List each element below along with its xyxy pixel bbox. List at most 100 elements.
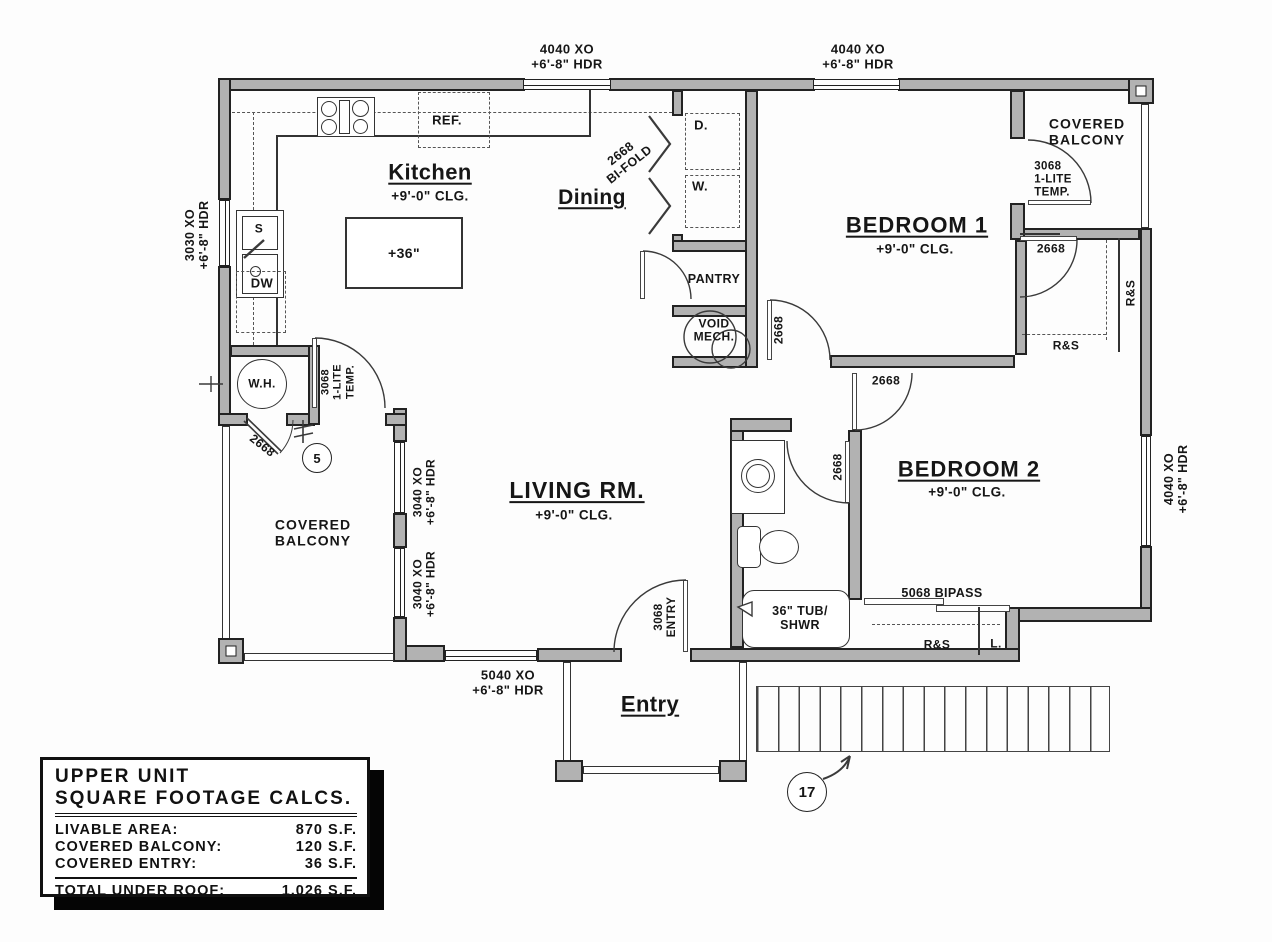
kitchen-island	[345, 217, 463, 289]
rail-porch-bottom	[583, 766, 719, 774]
bifold-doors	[648, 115, 672, 235]
window-label-left: 3030 XO +6'-8" HDR	[183, 200, 211, 270]
table-row-livable: LIVABLE AREA: 870 S.F.	[55, 822, 357, 839]
wall-balcony-east-3	[393, 617, 407, 662]
wall-balcony-top-1	[218, 413, 248, 426]
closet2-shelf-label: R&S	[923, 637, 951, 652]
window-label-bottom: 5040 XO +6'-8" HDR	[472, 667, 544, 697]
door-label-bath: 2668	[832, 453, 845, 481]
door-label-bipass: 5068 BIPASS	[901, 586, 983, 600]
wall-left-1	[218, 78, 231, 200]
counter-dashed-top	[232, 112, 672, 113]
stairs	[756, 686, 1110, 752]
wall-top-1	[218, 78, 525, 91]
door-leaf-pantry	[640, 251, 645, 299]
room-ceiling-living: +9'-0" CLG.	[535, 507, 613, 523]
window-right	[1141, 436, 1151, 546]
tub	[742, 590, 850, 648]
door-leaf-bath	[845, 441, 850, 503]
wall-top-2	[609, 78, 815, 91]
table-row-livable-value: 870 S.F.	[295, 821, 357, 838]
vanity-sink-inner	[746, 464, 770, 488]
closet1-shelf-dashed-h	[1022, 334, 1106, 335]
door-label-bedroom2: 2668	[871, 373, 901, 388]
stove-center	[339, 100, 350, 134]
stove-burner-2	[352, 100, 369, 117]
closet1-shelf-solid	[1118, 238, 1120, 352]
room-label-kitchen: Kitchen	[388, 159, 472, 185]
counter-edge-top	[276, 135, 590, 137]
table-total-value: 1,026 S.F.	[281, 883, 357, 900]
wall-right-1	[1140, 228, 1152, 436]
door-label-balcony-right: 3068 1-LITE TEMP.	[1034, 160, 1072, 199]
fixture-label-tub: 36" TUB/ SHWR	[772, 604, 828, 632]
door-leaf-balcony-left	[312, 338, 317, 408]
post-top-right	[1128, 78, 1154, 104]
door-label-balcony-left: 3068 1-LITE TEMP.	[319, 363, 357, 401]
dryer-outline	[685, 113, 740, 170]
rail-porch-left	[563, 662, 571, 764]
table-row-balcony-label: COVERED BALCONY:	[55, 838, 223, 855]
door-label-bedroom1: 2668	[771, 315, 786, 345]
linen-divider	[978, 607, 980, 655]
rail-balcony-bottom	[244, 653, 394, 661]
wall-balcony-divider-1	[1010, 90, 1025, 139]
wall-bottom-living	[537, 648, 622, 662]
table-total-rule	[55, 877, 357, 880]
table-row-balcony: COVERED BALCONY: 120 S.F.	[55, 839, 357, 856]
toilet-bowl	[759, 530, 799, 564]
rail-porch-right	[739, 662, 747, 764]
fixture-label-dw: DW	[250, 275, 274, 291]
wall-bedroom1-south	[830, 355, 1015, 368]
table-row-total: TOTAL UNDER ROOF: 1,026 S.F.	[55, 883, 357, 900]
sink-bowl-bottom	[242, 254, 278, 294]
washer-outline	[685, 175, 740, 228]
window-label-balcony-lower: 3040 XO +6'-8" HDR	[410, 550, 438, 618]
wall-laundry-stub-top	[672, 90, 683, 116]
door-label-bifold: 2668 BI-FOLD	[603, 138, 655, 187]
wall-balcony-divider-2	[1010, 203, 1025, 240]
closet1-shelf-label-v: R&S	[1123, 279, 1138, 307]
table-row-entry: COVERED ENTRY: 36 S.F.	[55, 856, 357, 873]
stair-note-arrow	[822, 755, 851, 780]
dishwasher-outline	[236, 271, 286, 333]
post-balcony-left	[218, 638, 244, 664]
wall-balcony-east-2	[393, 513, 407, 548]
closet1-shelf-dashed	[1106, 240, 1107, 340]
stove-burner-1	[321, 101, 337, 117]
room-ceiling-bedroom1: +9'-0" CLG.	[876, 241, 954, 257]
window-bottom	[445, 650, 537, 661]
window-balcony-lower	[394, 548, 405, 617]
window-label-top-left: 4040 XO +6'-8" HDR	[531, 41, 603, 71]
door-label-closet1: 2668	[1036, 241, 1066, 256]
wall-bedroom1-west	[745, 90, 758, 368]
keynote-17-circle: 17	[787, 772, 827, 812]
room-label-bedroom1: BEDROOM 1	[845, 212, 989, 238]
door-label-entry: 3068 ENTRY	[653, 596, 678, 638]
bipass-door-1	[864, 598, 944, 605]
wall-wh-closet-top	[230, 345, 320, 357]
wall-bath-north	[730, 418, 792, 432]
room-ceiling-bedroom2: +9'-0" CLG.	[928, 484, 1006, 500]
fixture-label-washer: W.	[692, 178, 708, 194]
refrigerator-outline	[418, 92, 490, 148]
rail-balcony-left	[222, 426, 230, 640]
room-ceiling-kitchen: +9'-0" CLG.	[391, 188, 469, 204]
window-left	[219, 200, 230, 266]
wall-bottom-right-h	[1005, 607, 1152, 622]
room-label-balcony-left: COVERED BALCONY	[274, 516, 352, 548]
window-balcony-upper	[394, 442, 405, 513]
water-heater-circle	[237, 359, 287, 409]
fixture-label-dryer: D.	[694, 117, 708, 133]
table-title-line2: SQUARE FOOTAGE CALCS.	[55, 787, 353, 809]
wall-balcony-top-3	[385, 413, 407, 426]
window-label-top-right: 4040 XO +6'-8" HDR	[822, 41, 894, 71]
keynote-17-text: 17	[798, 783, 816, 801]
post-porch-right	[719, 760, 747, 782]
window-top-left	[523, 79, 611, 90]
door-leaf-balcony-right	[1028, 200, 1091, 205]
closet1-jamb	[1020, 233, 1060, 235]
door-leaf-entry	[683, 580, 688, 652]
table-row-entry-label: COVERED ENTRY:	[55, 855, 198, 872]
keynote-5-circle: 5	[302, 443, 332, 473]
